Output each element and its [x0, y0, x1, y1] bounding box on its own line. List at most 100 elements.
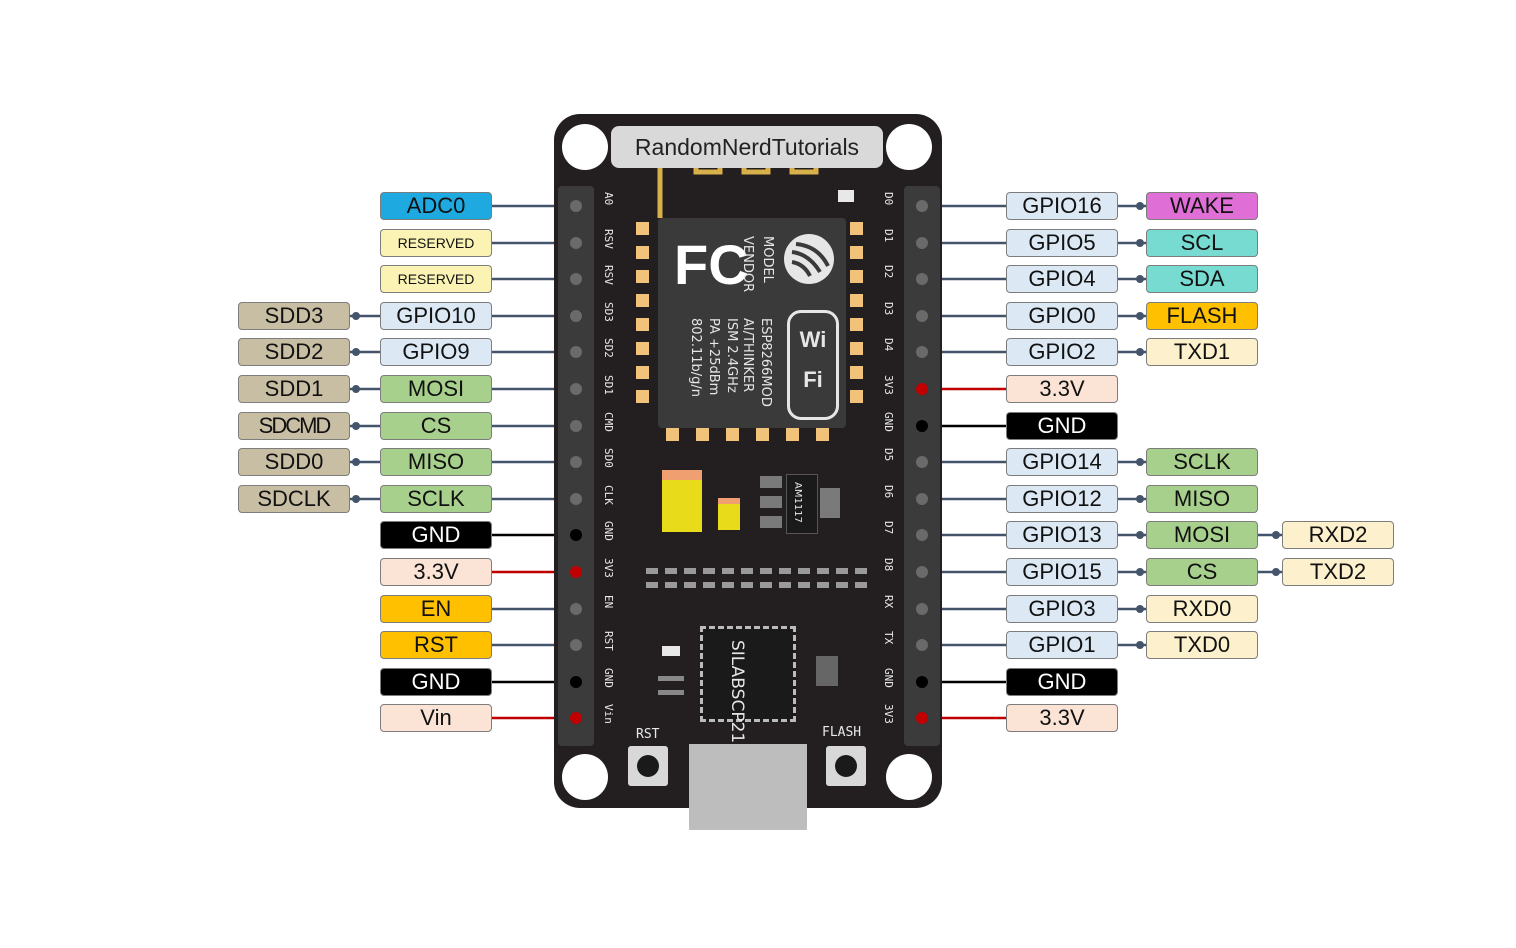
smd-resistor	[684, 582, 696, 588]
smd-part	[658, 676, 684, 681]
micro-usb-connector[interactable]	[689, 744, 807, 830]
label-connector-end	[352, 312, 360, 320]
smd-resistor	[703, 568, 715, 574]
pin-name-label: GND	[602, 668, 615, 688]
mounting-hole	[562, 124, 608, 170]
pin-header-hole	[570, 310, 582, 322]
smd-resistor	[741, 582, 753, 588]
pin-label-gnd: GND	[1006, 412, 1118, 440]
button-cap	[835, 755, 857, 777]
label-connector-end	[1136, 275, 1144, 283]
rst-button[interactable]	[628, 746, 668, 786]
pin-label-gpio16: GPIO16	[1006, 192, 1118, 220]
pin-label-cs: CS	[1146, 558, 1258, 586]
regulator-pin	[760, 476, 782, 488]
pin-label-miso: MISO	[380, 448, 492, 476]
pin-label-gpio4: GPIO4	[1006, 265, 1118, 293]
wifi-logo-wi: Wi	[799, 327, 827, 352]
flash-button[interactable]	[826, 746, 866, 786]
rst-button-label: RST	[636, 727, 660, 742]
module-pad	[666, 428, 679, 441]
smd-resistor	[817, 582, 829, 588]
pin-label-rxd0: RXD0	[1146, 595, 1258, 623]
smd-resistor	[646, 582, 658, 588]
usb-uart-chip	[700, 626, 796, 722]
pin-header-hole	[916, 346, 928, 358]
label-connector-end	[352, 458, 360, 466]
smd-resistor	[798, 568, 810, 574]
label-connector-end	[1136, 495, 1144, 503]
pin-name-label: D5	[882, 448, 895, 462]
module-text-line: PA +25dBm	[706, 318, 721, 396]
pin-label-sclk: SCLK	[1146, 448, 1258, 476]
module-pad	[850, 222, 863, 235]
pin-label-mosi: MOSI	[1146, 521, 1258, 549]
usb-chip-vendor: SILABS	[727, 640, 747, 700]
smd-resistor	[722, 568, 734, 574]
pin-label-gpio14: GPIO14	[1006, 448, 1118, 476]
pin-name-label: D2	[882, 265, 895, 279]
pin-name-label: RSV	[602, 229, 615, 249]
smd-resistor	[855, 568, 867, 574]
pin-name-label: D0	[882, 192, 895, 206]
module-pad	[850, 366, 863, 379]
label-connector-end	[352, 348, 360, 356]
pin-header-hole	[570, 603, 582, 615]
pin-name-label: SD3	[602, 302, 615, 322]
module-pad	[696, 428, 709, 441]
module-pad	[636, 246, 649, 259]
pin-header-hole	[916, 200, 928, 212]
pin-name-label: D7	[882, 521, 895, 535]
pin-label-sdcmd: SDCMD	[238, 412, 350, 440]
pin-name-label: CMD	[602, 412, 615, 432]
label-connector-end	[1136, 641, 1144, 649]
pin-header-hole	[570, 346, 582, 358]
pin-label-sdd3: SDD3	[238, 302, 350, 330]
module-pad	[636, 318, 649, 331]
pin-label-txd1: TXD1	[1146, 338, 1258, 366]
module-text-line: AI/THINKER	[740, 318, 755, 393]
pin-header-hole	[570, 383, 582, 395]
smd-resistor	[760, 568, 772, 574]
pin-label-sdd0: SDD0	[238, 448, 350, 476]
pin-label-3-3v: 3.3V	[380, 558, 492, 586]
pin-label-cs: CS	[380, 412, 492, 440]
pin-name-label: GND	[602, 521, 615, 541]
pin-header-hole	[916, 639, 928, 651]
pin-label-sda: SDA	[1146, 265, 1258, 293]
module-pad	[636, 294, 649, 307]
pin-header-hole	[916, 529, 928, 541]
pin-label-sclk: SCLK	[380, 485, 492, 513]
module-text-line: VENDOR	[740, 236, 755, 293]
label-connector-end	[1136, 202, 1144, 210]
pin-header-hole	[916, 456, 928, 468]
pin-header-hole	[570, 200, 582, 212]
label-connector-end	[1272, 568, 1280, 576]
wifi-logo-icon: Wi Fi	[787, 310, 839, 420]
regulator-pin	[760, 516, 782, 528]
flash-button-label: FLASH	[822, 725, 862, 740]
pin-header-hole	[570, 273, 582, 285]
pin-header-hole	[916, 383, 928, 395]
smd-part	[816, 656, 838, 686]
voltage-regulator	[786, 474, 818, 534]
pin-header-hole	[570, 237, 582, 249]
pin-name-label: GND	[882, 412, 895, 432]
pin-label-wake: WAKE	[1146, 192, 1258, 220]
pin-label-gpio12: GPIO12	[1006, 485, 1118, 513]
pin-label-3-3v: 3.3V	[1006, 704, 1118, 732]
pin-label-gpio5: GPIO5	[1006, 229, 1118, 257]
capacitor	[662, 470, 702, 532]
brand-label: RandomNerdTutorials	[611, 126, 883, 168]
smd-resistor	[684, 568, 696, 574]
pin-name-label: EN	[602, 595, 615, 609]
pin-header-hole	[916, 566, 928, 578]
pin-label-3-3v: 3.3V	[1006, 375, 1118, 403]
module-pad	[636, 222, 649, 235]
smd-resistor	[798, 582, 810, 588]
pin-label-txd0: TXD0	[1146, 631, 1258, 659]
module-pad	[726, 428, 739, 441]
pin-name-label: 3V3	[882, 375, 895, 395]
module-pad	[850, 270, 863, 283]
module-pad	[636, 390, 649, 403]
